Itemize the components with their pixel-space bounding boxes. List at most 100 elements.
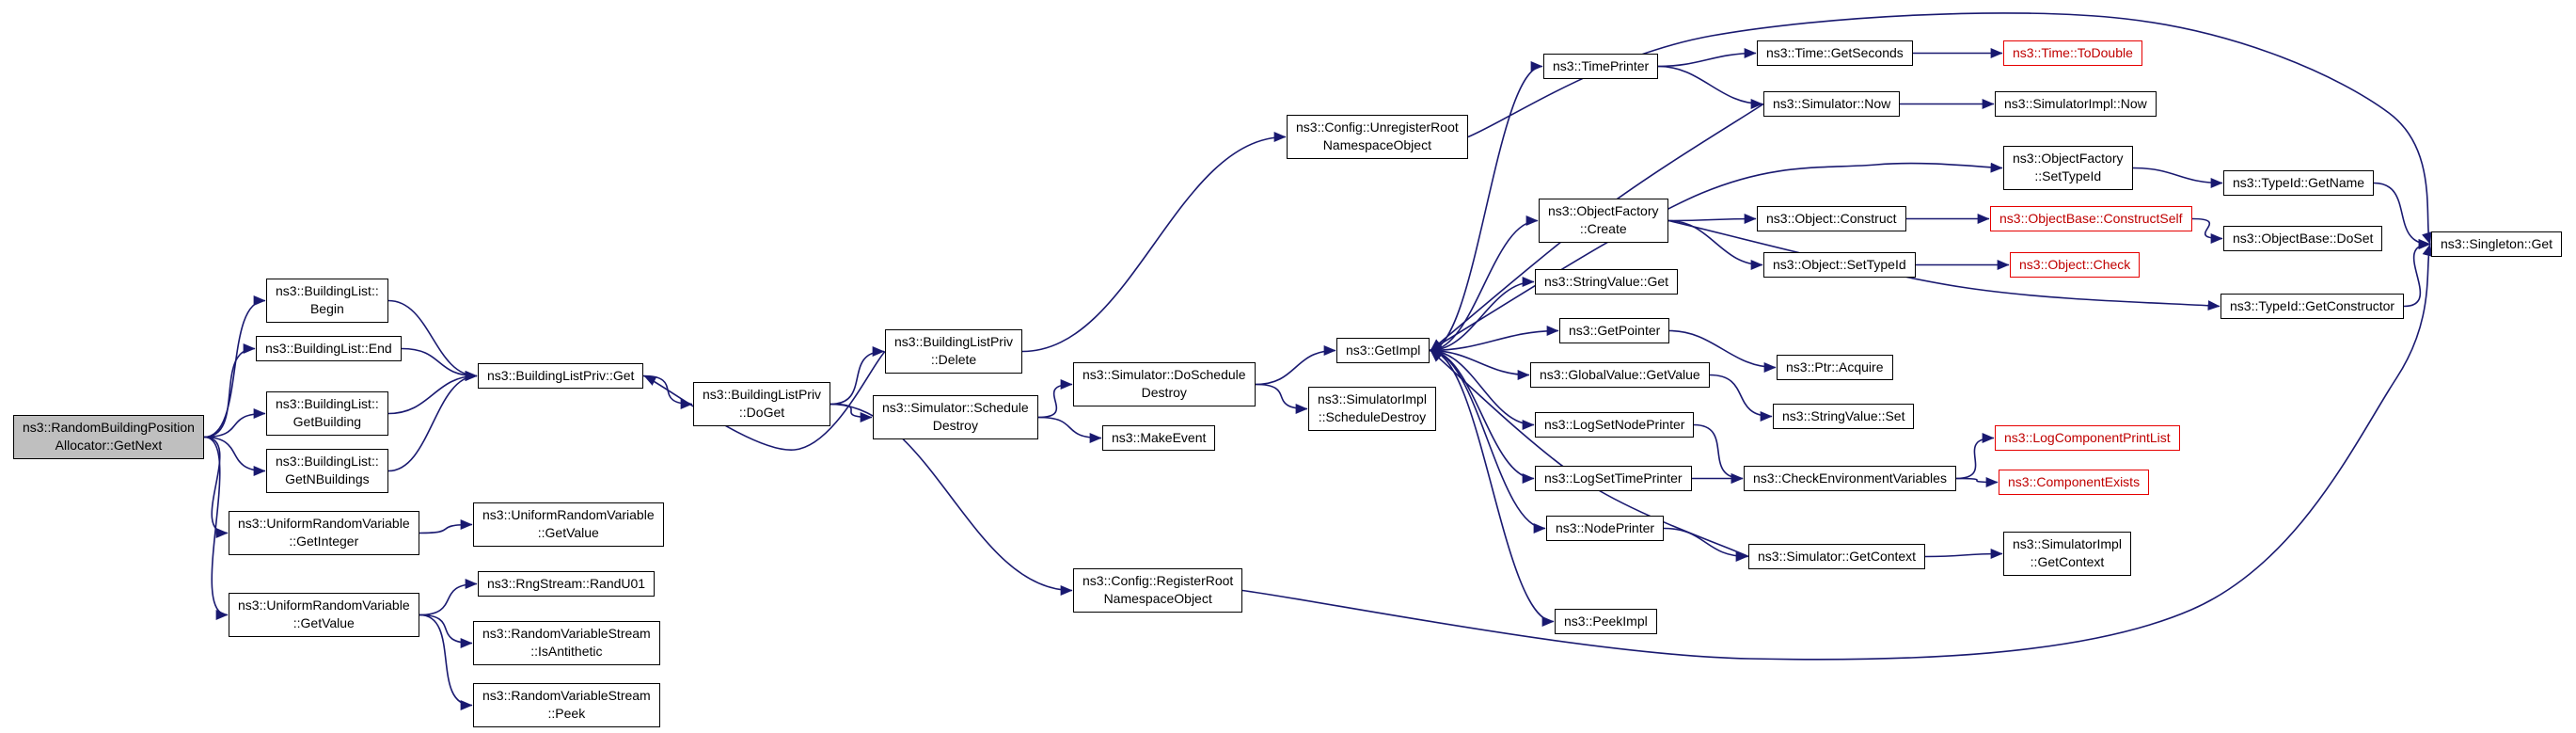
edge-getimpl-getpointer	[1429, 326, 1559, 352]
node-objfactory-create[interactable]: ns3::ObjectFactory ::Create	[1539, 199, 1668, 243]
node-logsetnodeprinter[interactable]: ns3::LogSetNodePrinter	[1535, 412, 1695, 438]
node-simimpl-now[interactable]: ns3::SimulatorImpl::Now	[1995, 91, 2157, 118]
edge-root-bl-getnbuildings	[203, 436, 266, 476]
edge-getimpl-peekimpl	[1429, 349, 1555, 627]
edge-objfactory-settypeid-typeid-getname	[2132, 167, 2223, 188]
node-sim-getcontext[interactable]: ns3::Simulator::GetContext	[1748, 544, 1926, 570]
edge-getimpl-logsetnodeprinter	[1429, 349, 1535, 430]
node-blp-delete[interactable]: ns3::BuildingListPriv ::Delete	[885, 329, 1023, 374]
edge-sim-doscheduledestroy-getimpl	[1255, 345, 1336, 386]
node-getimpl[interactable]: ns3::GetImpl	[1336, 338, 1430, 364]
edge-typeid-getconstructor-singleton-get	[2403, 239, 2431, 308]
edge-urv-getvalue-l-rvs-peek	[419, 613, 473, 710]
node-obj-settypeid[interactable]: ns3::Object::SetTypeId	[1763, 252, 1916, 279]
edge-root-urv-getvalue-l	[203, 436, 229, 620]
node-bl-end[interactable]: ns3::BuildingList::End	[256, 336, 402, 362]
edge-checkenv-logcomponentprintlist	[1955, 433, 1995, 480]
edge-checkenv-componentexists	[1955, 477, 1999, 487]
edge-root-urv-getinteger	[203, 436, 229, 538]
node-objbase-constructself[interactable]: ns3::ObjectBase::ConstructSelf	[1990, 206, 2192, 232]
node-singleton-get[interactable]: ns3::Singleton::Get	[2431, 231, 2563, 258]
edge-blp-delete-blp-get	[643, 350, 886, 451]
node-bl-getnbuildings[interactable]: ns3::BuildingList:: GetNBuildings	[266, 449, 388, 493]
edge-blp-delete-cfg-unregisterroot	[1021, 132, 1287, 353]
edge-objbase-constructself-objbase-doset	[2191, 217, 2223, 244]
node-cfg-unregisterroot[interactable]: ns3::Config::UnregisterRoot NamespaceObj…	[1287, 115, 1468, 159]
edge-sim-getcontext-simimpl-getcontext	[1924, 549, 2003, 559]
node-typeid-getconstructor[interactable]: ns3::TypeId::GetConstructor	[2220, 294, 2405, 320]
edge-sim-scheduledestroy-makeevent	[1037, 416, 1102, 443]
edge-timeprinter-sim-now	[1657, 65, 1763, 109]
node-urv-getvalue[interactable]: ns3::UniformRandomVariable ::GetValue	[229, 593, 419, 637]
edge-blp-doget-cfg-registerroot	[830, 403, 1073, 596]
edge-getimpl-nodeprinter	[1429, 349, 1546, 534]
node-nodeprinter[interactable]: ns3::NodePrinter	[1546, 516, 1665, 542]
node-urv-getvalue-2[interactable]: ns3::UniformRandomVariable ::GetValue	[473, 502, 664, 547]
edge-getimpl-stringvalue-get	[1429, 277, 1535, 352]
edge-sim-doscheduledestroy-simimpl-scheduledestroy	[1255, 383, 1308, 414]
node-objbase-doset[interactable]: ns3::ObjectBase::DoSet	[2223, 226, 2383, 252]
node-time-todouble[interactable]: ns3::Time::ToDouble	[2003, 40, 2142, 67]
node-componentexists[interactable]: ns3::ComponentExists	[1999, 470, 2150, 496]
node-ptr-acquire[interactable]: ns3::Ptr::Acquire	[1777, 355, 1893, 381]
edge-bl-end-blp-get	[401, 347, 478, 381]
node-blp-doget[interactable]: ns3::BuildingListPriv ::DoGet	[693, 382, 831, 426]
edge-getimpl-objfactory-create	[1429, 215, 1539, 352]
edge-getimpl-timeprinter	[1429, 61, 1543, 352]
node-simimpl-getcontext[interactable]: ns3::SimulatorImpl ::GetContext	[2003, 532, 2131, 576]
node-bl-begin[interactable]: ns3::BuildingList:: Begin	[266, 279, 388, 323]
edge-bl-getnbuildings-blp-get	[387, 371, 478, 472]
node-makeevent[interactable]: ns3::MakeEvent	[1102, 425, 1216, 452]
node-rng-randu01[interactable]: ns3::RngStream::RandU01	[478, 571, 656, 598]
edge-blp-doget-sim-scheduledestroy	[830, 403, 873, 422]
edge-bl-getbuilding-blp-get	[387, 371, 478, 415]
edge-objfactory-create-typeid-getconstructor	[1667, 219, 2220, 311]
edge-cfg-registerroot-singleton-get	[1241, 243, 2433, 661]
edge-bl-begin-blp-get	[387, 299, 478, 381]
edge-objfactory-create-obj-construct	[1667, 214, 1757, 224]
edge-urv-getvalue-l-rng-randu01	[419, 579, 478, 616]
node-logcomponentprintlist[interactable]: ns3::LogComponentPrintList	[1995, 425, 2180, 452]
node-sim-doscheduledestroy[interactable]: ns3::Simulator::DoSchedule Destroy	[1073, 362, 1256, 406]
edge-getimpl-objfactory-settypeid	[1429, 162, 2003, 352]
node-peekimpl[interactable]: ns3::PeekImpl	[1555, 609, 1657, 635]
node-getpointer[interactable]: ns3::GetPointer	[1559, 318, 1670, 344]
node-urv-getinteger[interactable]: ns3::UniformRandomVariable ::GetInteger	[229, 511, 419, 555]
node-objfactory-settypeid[interactable]: ns3::ObjectFactory ::SetTypeId	[2003, 146, 2133, 190]
edge-blp-doget-blp-delete	[830, 346, 885, 406]
node-blp-get[interactable]: ns3::BuildingListPriv::Get	[478, 363, 644, 390]
node-globalvalue-getvalue[interactable]: ns3::GlobalValue::GetValue	[1530, 362, 1710, 389]
node-logsettimeprinter[interactable]: ns3::LogSetTimePrinter	[1535, 466, 1692, 492]
node-sim-scheduledestroy[interactable]: ns3::Simulator::Schedule Destroy	[873, 395, 1038, 439]
edge-root-bl-begin	[203, 295, 266, 438]
node-stringvalue-get[interactable]: ns3::StringValue::Get	[1535, 269, 1679, 295]
edge-objfactory-create-obj-settypeid	[1667, 219, 1763, 270]
node-rvs-peek[interactable]: ns3::RandomVariableStream ::Peek	[473, 683, 660, 727]
edge-urv-getvalue-l-rvs-isantithetic	[419, 613, 473, 648]
node-bl-getbuilding[interactable]: ns3::BuildingList:: GetBuilding	[266, 391, 388, 436]
node-obj-check[interactable]: ns3::Object::Check	[2010, 252, 2141, 279]
edge-timeprinter-time-getseconds	[1657, 48, 1757, 68]
node-root: ns3::RandomBuildingPosition Allocator::G…	[13, 415, 204, 459]
node-checkenvironmentvariables[interactable]: ns3::CheckEnvironmentVariables	[1744, 466, 1956, 492]
node-stringvalue-set[interactable]: ns3::StringValue::Set	[1773, 404, 1915, 430]
edge-nodeprinter-sim-getcontext	[1663, 527, 1748, 562]
node-typeid-getname[interactable]: ns3::TypeId::GetName	[2223, 170, 2375, 197]
node-timeprinter[interactable]: ns3::TimePrinter	[1543, 54, 1659, 80]
node-obj-construct[interactable]: ns3::Object::Construct	[1757, 206, 1906, 232]
node-time-getseconds[interactable]: ns3::Time::GetSeconds	[1757, 40, 1913, 67]
edge-root-bl-end	[203, 343, 256, 438]
node-simimpl-scheduledestroy[interactable]: ns3::SimulatorImpl ::ScheduleDestroy	[1308, 387, 1436, 431]
edge-root-bl-getbuilding	[203, 408, 266, 438]
edge-sim-scheduledestroy-sim-doscheduledestroy	[1037, 379, 1073, 419]
node-cfg-registerroot[interactable]: ns3::Config::RegisterRoot NamespaceObjec…	[1073, 568, 1243, 613]
node-sim-now[interactable]: ns3::Simulator::Now	[1763, 91, 1901, 118]
edge-urv-getinteger-urv-getvalue-r	[419, 519, 473, 534]
node-rvs-isantithetic[interactable]: ns3::RandomVariableStream ::IsAntithetic	[473, 621, 660, 665]
edge-getpointer-ptr-acquire	[1668, 329, 1777, 373]
edge-globalvalue-getvalue-stringvalue-set	[1709, 374, 1773, 422]
edge-typeid-getname-singleton-get	[2373, 182, 2431, 249]
edge-getimpl-logsettimeprinter	[1429, 349, 1535, 484]
